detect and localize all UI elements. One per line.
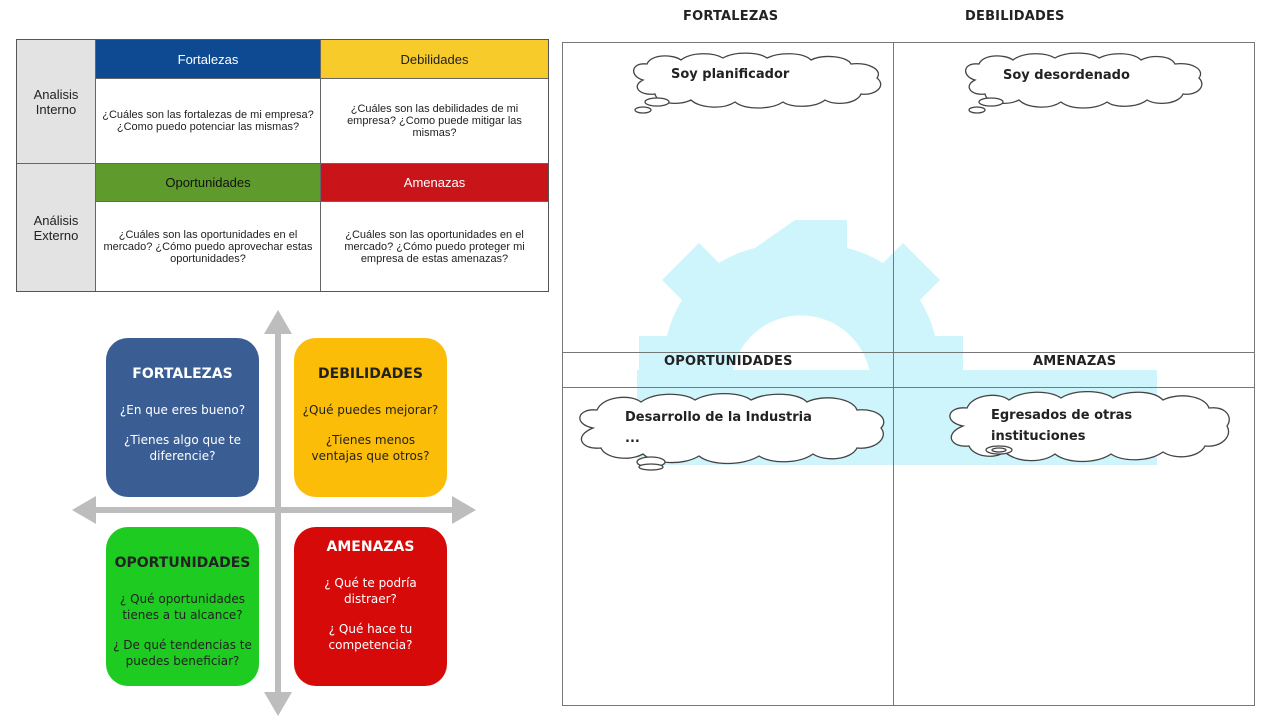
header-debilidades: Debilidades	[321, 40, 548, 79]
quadrant-debilidades-q1: ¿Qué puedes mejorar?	[302, 403, 439, 417]
row-label-external-line2: Externo	[33, 227, 79, 243]
arrow-up-icon	[264, 310, 292, 334]
worksheet-title-oportunidades: OPORTUNIDADES	[664, 354, 793, 369]
quadrant-debilidades-title: DEBILIDADES	[318, 366, 423, 382]
thought-bubble-fortalezas: Soy planificador	[625, 52, 889, 123]
header-oportunidades: Oportunidades	[96, 164, 321, 202]
row-label-internal-line2: Interno	[35, 101, 77, 117]
arrow-left-icon	[72, 496, 96, 524]
row-label-internal-line1: Analisis	[33, 86, 79, 102]
axis-arrows	[72, 310, 476, 716]
arrow-right-icon	[452, 496, 476, 524]
bubble-oportunidades-line1: Desarrollo de la Industria	[625, 410, 812, 425]
grid-divider-horizontal-bottom	[562, 387, 1255, 388]
bubble-amenazas-line1: Egresados de otras	[991, 408, 1133, 423]
quadrant-amenazas-q2: ¿ Qué hace tu competencia?	[328, 622, 413, 652]
quadrant-amenazas-title: AMENAZAS	[326, 539, 415, 555]
quadrant-oportunidades-title: OPORTUNIDADES	[114, 555, 251, 571]
quadrant-oportunidades-q2: ¿ De qué tendencias te puedes beneficiar…	[113, 638, 252, 668]
row-label-external-line1: Análisis	[33, 212, 79, 228]
cloud-icon	[633, 52, 882, 114]
quadrant-fortalezas-q2: ¿Tienes algo que te diferencie?	[123, 433, 242, 463]
quadrant-diagram: FORTALEZAS ¿En que eres bueno? ¿Tienes a…	[70, 308, 480, 720]
cloud-icon	[579, 392, 885, 471]
quadrant-amenazas-q1: ¿ Qué te podría distraer?	[324, 576, 417, 606]
horizontal-axis	[84, 507, 466, 513]
quadrant-oportunidades: OPORTUNIDADES ¿ Qué oportunidades tienes…	[106, 527, 259, 686]
quadrant-fortalezas: FORTALEZAS ¿En que eres bueno? ¿Tienes a…	[106, 338, 259, 497]
cell-debilidades-question: ¿Cuáles son las debilidades de mi empres…	[321, 79, 548, 164]
header-fortalezas: Fortalezas	[96, 40, 321, 79]
thought-bubble-debilidades: Soy desordenado	[957, 52, 1207, 123]
quadrant-amenazas: AMENAZAS ¿ Qué te podría distraer? ¿ Qué…	[294, 527, 447, 686]
row-label-external: Análisis Externo	[17, 164, 96, 291]
cell-fortalezas-question: ¿Cuáles son las fortalezas de mi empresa…	[96, 79, 321, 164]
quadrant-debilidades-q2: ¿Tienes menos ventajas que otros?	[311, 433, 430, 463]
worksheet-title-debilidades: DEBILIDADES	[965, 9, 1065, 24]
quadrant-fortalezas-q1: ¿En que eres bueno?	[119, 403, 246, 417]
grid-divider-horizontal-top	[562, 352, 1255, 353]
bubble-amenazas-line2: instituciones	[991, 429, 1086, 444]
grid-divider-vertical	[893, 42, 894, 706]
quadrant-oportunidades-q1: ¿ Qué oportunidades tienes a tu alcance?	[119, 592, 246, 622]
foda-matrix-table: Analisis Interno Fortalezas Debilidades …	[16, 39, 549, 292]
worksheet-title-fortalezas: FORTALEZAS	[683, 9, 779, 24]
cell-oportunidades-question: ¿Cuáles son las oportunidades en el merc…	[96, 202, 321, 291]
bubble-oportunidades-line2: ...	[625, 431, 640, 446]
cell-amenazas-question: ¿Cuáles son las oportunidades en el merc…	[344, 228, 525, 265]
cloud-icon	[965, 52, 1203, 114]
quadrant-debilidades: DEBILIDADES ¿Qué puedes mejorar? ¿Tienes…	[294, 338, 447, 497]
thought-bubble-oportunidades: Desarrollo de la Industria ...	[571, 392, 889, 479]
worksheet-title-amenazas: AMENAZAS	[1033, 354, 1117, 369]
worksheet-grid	[562, 42, 1255, 706]
arrow-down-icon	[264, 692, 292, 716]
bubble-fortalezas-text: Soy planificador	[671, 67, 790, 82]
quadrant-fortalezas-title: FORTALEZAS	[132, 366, 233, 382]
bubble-amenazas-text: Egresados de otras instituciones	[991, 405, 1132, 447]
foda-worksheet: FORTALEZAS DEBILIDADES OPORTUNIDADES AME…	[537, 0, 1280, 720]
header-amenazas: Amenazas	[321, 164, 548, 202]
bubble-debilidades-text: Soy desordenado	[1003, 68, 1130, 83]
cloud-icon	[949, 390, 1230, 463]
bubble-oportunidades-text: Desarrollo de la Industria ...	[625, 407, 812, 449]
thought-bubble-amenazas: Egresados de otras instituciones	[941, 390, 1231, 475]
row-label-internal: Analisis Interno	[17, 40, 96, 164]
